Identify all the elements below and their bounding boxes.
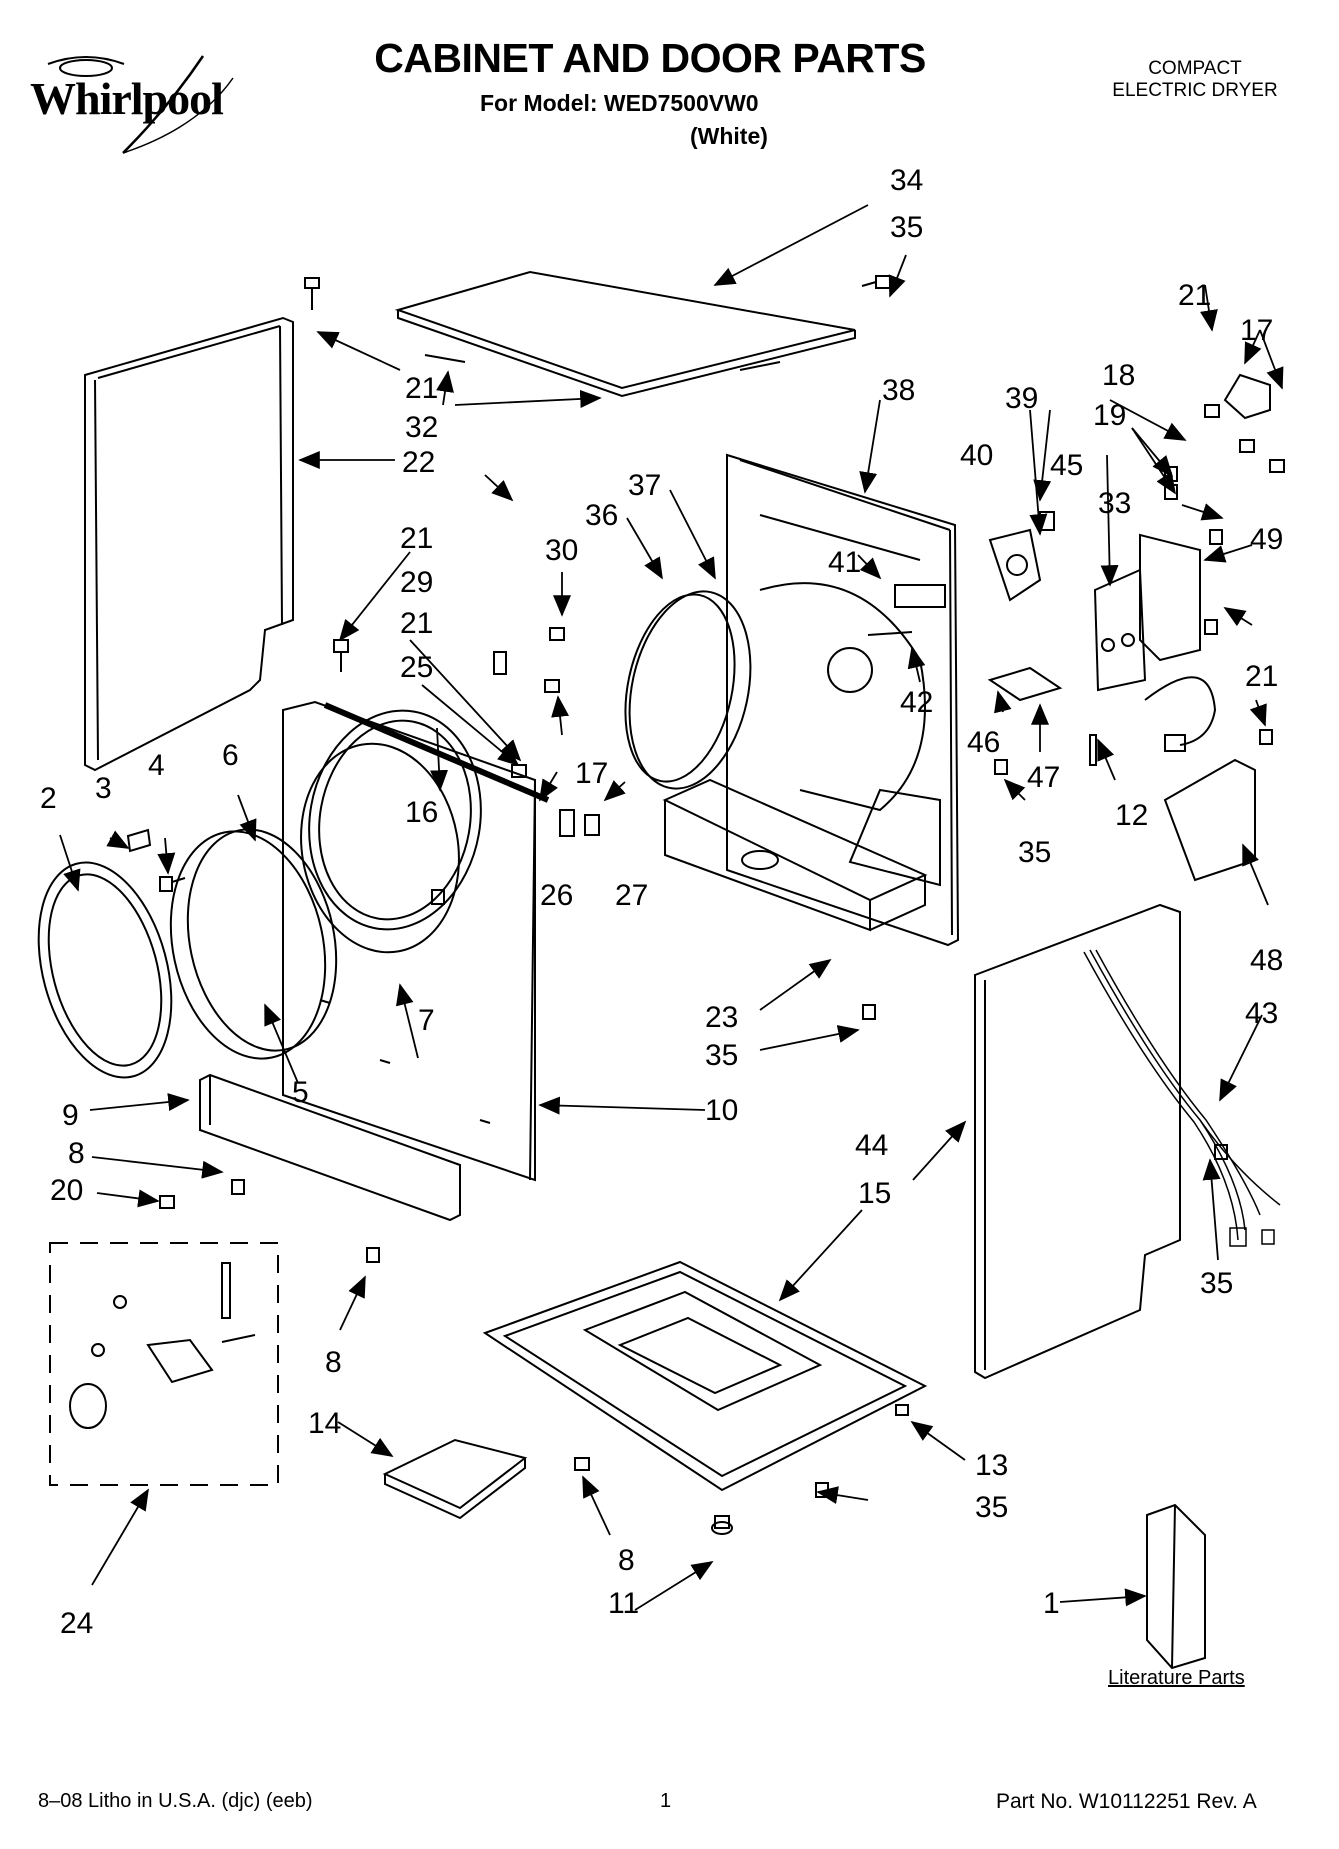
product-type: COMPACT ELECTRIC DRYER	[1080, 58, 1310, 102]
callout-38: 38	[882, 374, 915, 407]
front-panel	[282, 700, 536, 1182]
callout-45: 45	[1050, 449, 1083, 482]
callout-9: 9	[62, 1099, 79, 1132]
rear-bulkhead	[726, 453, 960, 947]
callout-19: 19	[1093, 399, 1126, 432]
color-line: (White)	[690, 123, 768, 149]
callout-6: 6	[222, 739, 239, 772]
callout-22: 22	[402, 446, 435, 479]
callout-2: 2	[40, 782, 57, 815]
door-rings	[37, 742, 460, 1079]
callout-30: 30	[545, 534, 578, 567]
model-line: For Model: WED7500VW0	[480, 90, 759, 116]
footer-page-number: 1	[660, 1790, 672, 1812]
callout-48: 48	[1250, 944, 1283, 977]
callout-13: 13	[975, 1449, 1008, 1482]
callout-21-mid-2: 21	[400, 607, 433, 640]
callout-5: 5	[292, 1076, 309, 1109]
literature-booklet	[1146, 1503, 1206, 1670]
fasteners	[126, 275, 1285, 1535]
toe-rail	[662, 778, 928, 932]
footer-part-number: Part No. W10112251 Rev. A	[996, 1790, 1257, 1813]
callout-4: 4	[148, 749, 165, 782]
callout-35-front: 35	[705, 1039, 738, 1072]
callout-21-mid: 21	[400, 522, 433, 555]
callout-47: 47	[1027, 761, 1060, 794]
callout-41: 41	[828, 546, 861, 579]
callout-44: 44	[855, 1129, 888, 1162]
callout-10: 10	[705, 1094, 738, 1127]
lint-screen-cover	[382, 1438, 528, 1520]
top-panel	[394, 270, 856, 398]
callout-21-right-top: 21	[1178, 279, 1211, 312]
page-title: CABINET AND DOOR PARTS	[374, 35, 926, 81]
callout-35-mid: 35	[1018, 836, 1051, 869]
callout-35-top: 35	[890, 211, 923, 244]
callout-17-mid: 17	[575, 757, 608, 790]
callout-21-right: 21	[1245, 660, 1278, 693]
callout-27: 27	[615, 879, 648, 912]
left-side-panel	[84, 316, 294, 772]
callout-43: 43	[1245, 997, 1278, 1030]
callout-35-right: 35	[1200, 1267, 1233, 1300]
brand-name: Whirlpool	[30, 73, 224, 124]
callout-18: 18	[1102, 359, 1135, 392]
callout-34: 34	[890, 164, 923, 197]
leader-arrows	[59, 204, 1284, 1611]
footer-print-info: 8–08 Litho in U.S.A. (djc) (eeb)	[38, 1790, 313, 1812]
callout-35-base: 35	[975, 1491, 1008, 1524]
callout-32: 32	[405, 411, 438, 444]
callout-46: 46	[967, 726, 1000, 759]
drum-seal-rings	[624, 582, 926, 812]
product-type-line-1: COMPACT	[1148, 58, 1242, 79]
callout-8-left: 8	[68, 1137, 85, 1170]
callout-15: 15	[858, 1177, 891, 1210]
callout-21-top: 21	[405, 372, 438, 405]
callout-12: 12	[1115, 799, 1148, 832]
callout-23: 23	[705, 1001, 738, 1034]
callout-33: 33	[1098, 487, 1131, 520]
wire-harness	[1083, 949, 1281, 1247]
callout-49: 49	[1250, 523, 1283, 556]
callout-25: 25	[400, 651, 433, 684]
callout-1: 1	[1043, 1587, 1060, 1620]
product-type-line-2: ELECTRIC DRYER	[1112, 80, 1278, 101]
callout-17-right: 17	[1240, 314, 1273, 347]
kick-panel	[199, 1073, 461, 1222]
callout-16: 16	[405, 796, 438, 829]
callout-14: 14	[308, 1407, 341, 1440]
base-plate	[482, 1260, 928, 1492]
callout-36: 36	[585, 499, 618, 532]
callout-20: 20	[50, 1174, 83, 1207]
whirlpool-logo	[47, 55, 234, 154]
callout-29: 29	[400, 566, 433, 599]
front-panel-strip	[323, 702, 550, 803]
callout-24: 24	[60, 1607, 93, 1640]
callout-40: 40	[960, 439, 993, 472]
terminal-block-covers	[1093, 533, 1256, 882]
callout-8-lower: 8	[325, 1346, 342, 1379]
callout-3: 3	[95, 772, 112, 805]
literature-parts-label: Literature Parts	[1108, 1667, 1245, 1689]
callout-26: 26	[540, 879, 573, 912]
callout-8-base: 8	[618, 1544, 635, 1577]
callout-39: 39	[1005, 382, 1038, 415]
callout-11: 11	[608, 1587, 639, 1620]
callout-37: 37	[628, 469, 661, 502]
right-side-panel	[974, 903, 1181, 1380]
callout-7: 7	[418, 1004, 435, 1037]
parts-kit-box	[49, 1242, 279, 1486]
callout-42: 42	[900, 686, 933, 719]
